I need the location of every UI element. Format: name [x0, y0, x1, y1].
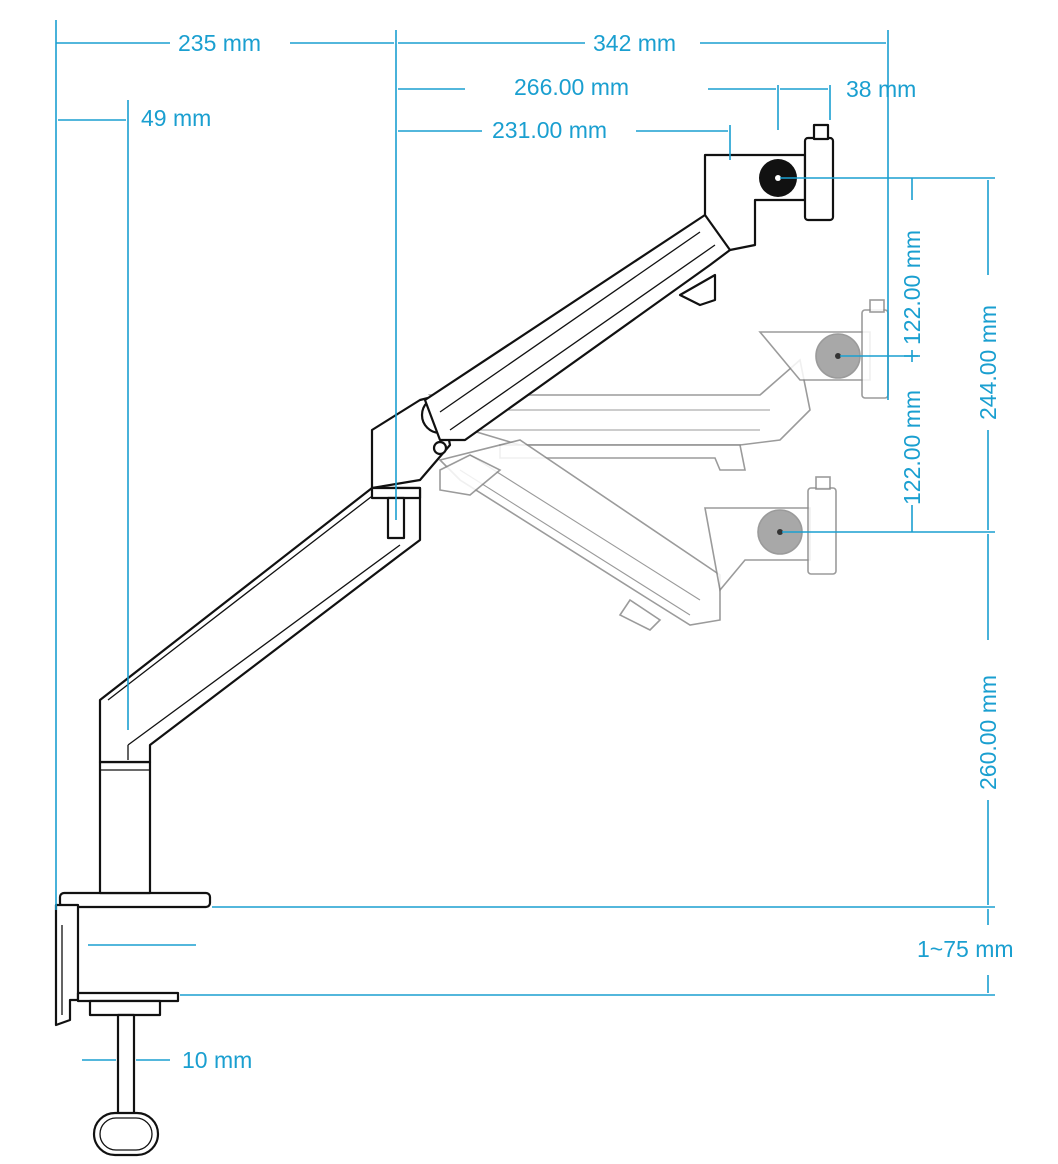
vesa-plate — [803, 136, 835, 222]
dim-pole-height: 260.00 mm — [975, 675, 1001, 790]
clamp-body — [54, 903, 80, 1027]
dim-arm-reach-base: 235 mm — [178, 30, 261, 56]
dim-pole-offset: 49 mm — [141, 105, 211, 131]
dim-head-depth: 38 mm — [846, 76, 916, 102]
dim-screw-diameter: 10 mm — [182, 1047, 252, 1073]
clamp-bottom-pad — [76, 991, 180, 1003]
lower-arm — [98, 486, 422, 764]
dim-vertical-total: 244.00 mm — [975, 305, 1001, 420]
dim-arm-reach-upper: 342 mm — [593, 30, 676, 56]
dim-tilt-up: 122.00 mm — [899, 230, 925, 345]
clamp-screw — [116, 1013, 136, 1117]
dim-clamp-range: 1~75 mm — [917, 936, 1014, 962]
dimension-lines — [55, 20, 995, 1061]
clamp-top-plate — [58, 891, 212, 909]
dim-upper-arm-length: 231.00 mm — [492, 117, 607, 143]
ghost-arm-positions — [427, 299, 889, 631]
clamp-knob — [92, 1111, 160, 1157]
pole — [98, 760, 152, 895]
monitor-arm-drawing — [54, 123, 835, 1157]
dim-upper-arm-extension: 266.00 mm — [514, 74, 629, 100]
dim-tilt-down: 122.00 mm — [899, 390, 925, 505]
